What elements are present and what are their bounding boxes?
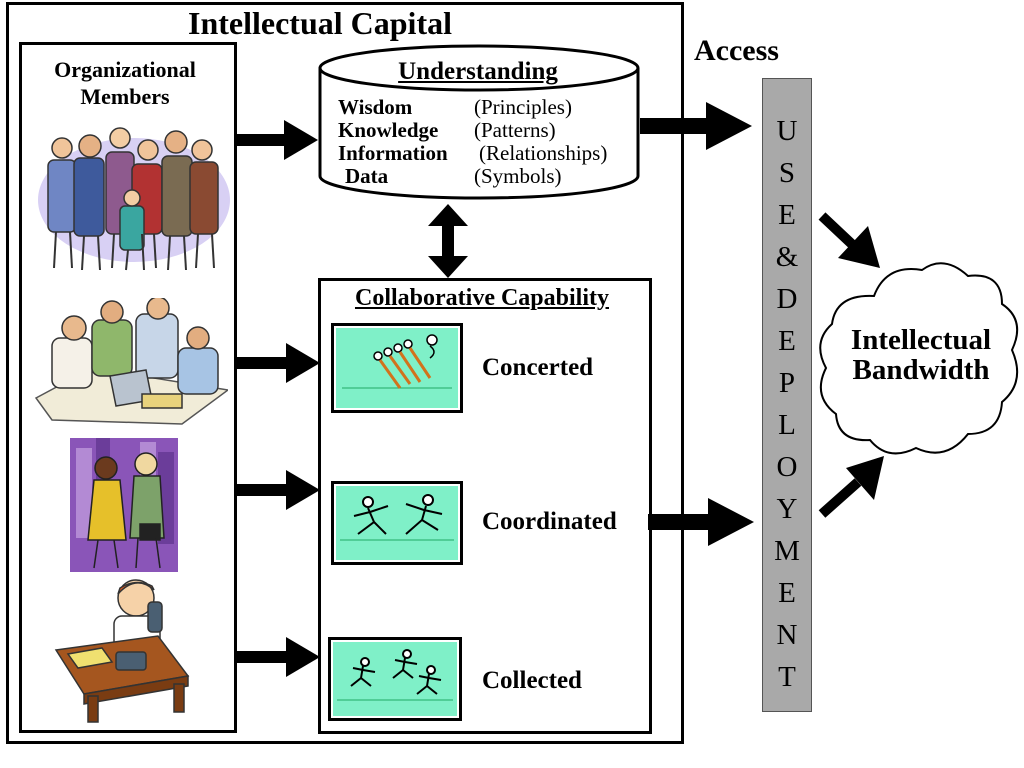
sprinters-drawing (337, 649, 453, 701)
relay-runners-icon (331, 481, 463, 565)
use-deployment-letter: O (776, 451, 798, 483)
outcome-line-2: Bandwidth (852, 354, 990, 386)
understanding-row-information: Information (338, 142, 448, 165)
use-deployment-letter: E (778, 199, 796, 231)
use-to-bandwidth-arrow-top (818, 212, 880, 268)
person-on-phone-at-desk-icon (54, 579, 190, 723)
use-deployment-letter: U (776, 115, 798, 147)
rowing-team-icon (331, 323, 463, 413)
understanding-desc-patterns: (Patterns) (474, 118, 556, 142)
member-to-coordinated-arrow (236, 470, 320, 510)
understanding-cylinder (318, 44, 640, 200)
use-deployment-letter: & (775, 241, 799, 273)
use-deployment-letter: E (778, 325, 796, 357)
understanding-desc-relationships: (Relationships) (479, 141, 608, 165)
understanding-term: Information (338, 141, 448, 165)
group-of-people-icon (38, 127, 230, 271)
use-deployment-letter: S (778, 157, 796, 189)
business-handshake-icon (70, 438, 178, 572)
understanding-desc-symbols: (Symbols) (474, 164, 562, 188)
use-deployment-letter: E (778, 577, 796, 609)
rowing-team-drawing (342, 334, 452, 389)
understanding-term: Data (345, 164, 389, 188)
mode-label-concerted: Concerted (482, 354, 594, 381)
understanding-desc-principles: (Principles) (474, 95, 572, 119)
member-to-concerted-arrow (236, 343, 320, 383)
intellectual-capital-frame (6, 2, 684, 744)
diagram-title: Intellectual Capital (188, 5, 452, 41)
coordinated-to-use-arrow (648, 498, 754, 546)
collaborative-capability-frame (318, 278, 652, 734)
relay-runners-drawing (340, 494, 454, 541)
understanding-row-wisdom: Wisdom (338, 96, 412, 119)
mode-label-collected: Collected (482, 667, 582, 694)
use-to-bandwidth-arrow-bottom (818, 456, 884, 518)
members-label: Organizational Members (22, 56, 228, 110)
understanding-term: Knowledge (338, 118, 439, 142)
understanding-row-knowledge: Knowledge (338, 119, 438, 142)
members-label-line-2: Members (80, 84, 170, 109)
understanding-title: Understanding (398, 58, 558, 85)
access-label: Access (694, 34, 779, 67)
understanding-row-data: Data (345, 165, 388, 188)
use-deployment-letter: P (778, 367, 796, 399)
member-to-understanding-arrow (236, 120, 318, 160)
members-label-line-1: Organizational (54, 57, 196, 82)
use-deployment-letter: N (776, 619, 798, 651)
team-at-laptop-icon (34, 298, 228, 425)
mode-label-coordinated: Coordinated (482, 508, 617, 535)
use-deployment-letter: D (776, 283, 798, 315)
use-deployment-letter: L (778, 409, 796, 441)
understanding-term: Wisdom (338, 95, 413, 119)
organizational-members-frame (19, 42, 237, 733)
sprinters-icon (328, 637, 462, 721)
understanding-collaboration-double-arrow (428, 204, 468, 278)
collaborative-capability-title: Collaborative Capability (354, 285, 609, 311)
use-deployment-letter: M (774, 535, 800, 567)
intellectual-bandwidth-cloud (819, 262, 1019, 455)
understanding-to-use-arrow (640, 102, 752, 150)
use-deployment-letter: T (778, 661, 796, 693)
outcome-line-1: Intellectual (850, 324, 992, 356)
member-to-collected-arrow (236, 637, 320, 677)
use-deployment-letter: Y (776, 493, 798, 525)
outcome-label: Intellectual Bandwidth (826, 325, 1016, 385)
